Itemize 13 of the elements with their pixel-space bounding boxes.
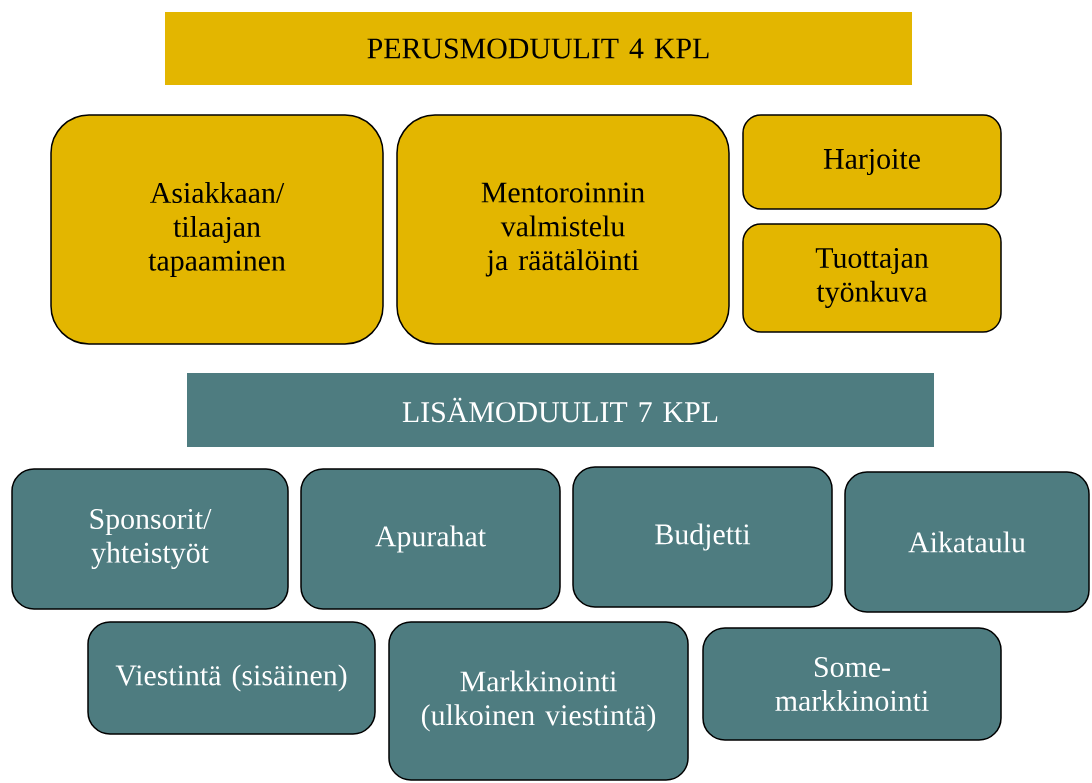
module-box: Viestintä (sisäinen) xyxy=(87,621,376,735)
module-box: Aikataulu xyxy=(844,471,1090,613)
module-box: Budjetti xyxy=(572,466,833,608)
module-box: Asiakkaan/ tilaajan tapaaminen xyxy=(50,114,384,345)
module-box: Markkinointi (ulkoinen viestintä) xyxy=(388,621,689,781)
module-box: Mentoroinnin valmistelu ja räätälöinti xyxy=(396,114,730,345)
module-box: Tuottajan työnkuva xyxy=(742,223,1002,333)
heading-band: LISÄMODUULIT 7 KPL xyxy=(187,373,934,447)
module-box: Some-markkinointi xyxy=(702,627,1002,741)
heading-band: PERUSMODUULIT 4 KPL xyxy=(165,12,912,85)
module-box: Harjoite xyxy=(742,114,1002,210)
module-box: Apurahat xyxy=(300,468,561,610)
module-box: Sponsorit/ yhteistyöt xyxy=(11,468,289,610)
